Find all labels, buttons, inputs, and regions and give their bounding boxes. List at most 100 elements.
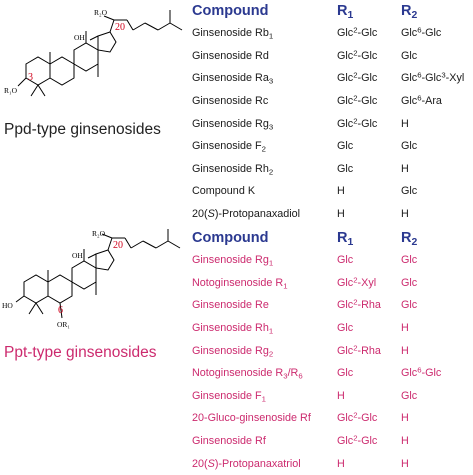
- compound-header: Compound: [192, 230, 269, 246]
- r1-cell: Glc2-Glc: [337, 410, 378, 425]
- ppt-oh-label: OH: [72, 251, 83, 260]
- compound-cell: Ginsenoside Rh1: [192, 322, 274, 336]
- ppt-table-header: Compound R1 R2: [190, 227, 473, 249]
- ppd-skeleton: [17, 10, 183, 97]
- r2-cell: Glc: [401, 254, 418, 267]
- ppt-structure: R₂O OH HO OR₁ 20 6: [2, 229, 181, 329]
- ppd-table-header: Compound R1 R2: [190, 0, 473, 22]
- r1-cell: Glc2-Glc: [337, 116, 378, 130]
- compound-cell: Ginsenoside Rh2: [192, 162, 274, 177]
- compound-cell: Ginsenoside Rb1: [192, 27, 274, 41]
- ppd-c3-number: 3: [28, 72, 33, 83]
- table-row: Ginsenoside Rb1 Glc2-Glc Glc6-Glc: [190, 22, 473, 45]
- r2-cell: Glc: [401, 276, 418, 289]
- table-row: Ginsenoside Rh1 Glc H: [190, 317, 473, 340]
- ppt-c20-number: 20: [113, 240, 123, 251]
- r1-cell: Glc2-Rha: [337, 298, 381, 312]
- compound-cell: Ginsenoside F1: [192, 389, 266, 404]
- compound-cell: Ginsenoside F2: [192, 140, 266, 154]
- r1-cell: H: [337, 185, 345, 198]
- r2-header: R2: [401, 3, 418, 22]
- ppt-c6-number: 6: [58, 305, 63, 316]
- table-row: Ginsenoside Re Glc2-Rha Glc: [190, 294, 473, 317]
- table-row: Ginsenoside Rg1 Glc Glc: [190, 249, 473, 272]
- compound-cell: Ginsenoside Rg3: [192, 117, 274, 131]
- r2-cell: H: [401, 322, 409, 335]
- compound-cell: 20(S)-Protopanaxadiol: [192, 208, 301, 221]
- table-row: Ginsenoside Ra3 Glc2-Glc Glc6-Glc3-Xyl: [190, 67, 473, 90]
- r2-cell: H: [401, 412, 409, 425]
- ppd-r2o-label: R₂O: [94, 8, 108, 17]
- compound-cell: Ginsenoside Rc: [192, 95, 269, 108]
- table-row: 20-Gluco-ginsenoside Rf Glc2-Glc H: [190, 407, 473, 430]
- r1-cell: Glc2-Glc: [337, 25, 378, 40]
- compound-header: Compound: [192, 3, 269, 19]
- r1-cell: Glc: [337, 140, 354, 153]
- r1-cell: Glc2-Glc: [337, 71, 378, 85]
- r1-cell: Glc2-Glc: [337, 433, 378, 448]
- table-row: Ginsenoside F1 H Glc: [190, 385, 473, 408]
- compound-cell: Ginsenoside Rg2: [192, 344, 274, 358]
- table-row: Ginsenoside Rd Glc2-Glc Glc: [190, 45, 473, 68]
- r2-cell: Glc: [401, 185, 418, 198]
- compound-cell: Ginsenoside Rd: [192, 49, 269, 62]
- r2-cell: H: [401, 162, 409, 175]
- ppt-skeleton: [15, 229, 181, 319]
- r1-cell: Glc2-Rha: [337, 343, 381, 357]
- table-row: Ginsenoside Rg3 Glc2-Glc H: [190, 112, 473, 135]
- ppd-r1o-label: R₁O: [4, 86, 18, 95]
- r1-cell: Glc2-Glc: [337, 93, 378, 108]
- compound-cell: Notoginsenoside R1: [192, 276, 288, 291]
- r1-cell: H: [337, 389, 345, 402]
- r2-cell: Glc: [401, 49, 418, 62]
- r2-cell: Glc: [401, 140, 418, 153]
- compound-cell: Ginsenoside Re: [192, 299, 269, 312]
- r2-cell: H: [401, 117, 409, 130]
- table-row: Ginsenoside Rc Glc2-Glc Glc6-Ara: [190, 90, 473, 113]
- compound-cell: Ginsenoside Rf: [192, 435, 266, 448]
- ppd-c20-number: 20: [115, 22, 125, 33]
- r1-cell: Glc2-Glc: [337, 48, 378, 62]
- r1-cell: Glc: [337, 254, 354, 267]
- r2-cell: H: [401, 435, 409, 448]
- ppt-ho-label: HO: [2, 301, 13, 310]
- r2-cell: Glc6-Glc3-Xyl: [401, 71, 465, 85]
- r2-cell: Glc6-Glc: [401, 25, 442, 40]
- r2-cell: Glc: [401, 299, 418, 312]
- r1-cell: Glc: [337, 162, 354, 175]
- r2-cell: H: [401, 457, 409, 470]
- table-row: Ginsenoside Rf Glc2-Glc H: [190, 430, 473, 453]
- table-row: Ginsenoside Rh2 Glc H: [190, 158, 473, 181]
- r2-cell: Glc6-Ara: [401, 93, 442, 108]
- r1-header: R1: [337, 3, 354, 22]
- ppt-r2o-label: R₂O: [92, 229, 106, 238]
- r1-header: R1: [337, 230, 354, 249]
- table-row: Compound K H Glc: [190, 180, 473, 203]
- compound-cell: Ginsenoside Rg1: [192, 254, 274, 268]
- compound-cell: Ginsenoside Ra3: [192, 72, 274, 86]
- r1-cell: Glc: [337, 322, 354, 335]
- ppd-oh-label: OH: [74, 33, 85, 42]
- r1-cell: Glc2-Xyl: [337, 275, 377, 289]
- compound-cell: Notoginsenoside R3/R6: [192, 367, 303, 381]
- r2-header: R2: [401, 230, 418, 249]
- r1-cell: H: [337, 208, 345, 221]
- r2-cell: H: [401, 344, 409, 357]
- ppt-or1-label: OR₁: [57, 320, 70, 329]
- r2-cell: Glc: [401, 389, 418, 402]
- compound-cell: Compound K: [192, 185, 256, 198]
- ppd-structure: R₂O OH R₁O 20 3: [4, 8, 183, 97]
- ppd-type-label: Ppd-type ginsenosides: [4, 121, 161, 138]
- r1-cell: Glc: [337, 367, 354, 380]
- compound-cell: 20(S)-Protopanaxatriol: [192, 457, 301, 470]
- table-row: Ginsenoside F2 Glc Glc: [190, 135, 473, 158]
- table-row: Ginsenoside Rg2 Glc2-Rha H: [190, 339, 473, 362]
- compound-cell: 20-Gluco-ginsenoside Rf: [192, 412, 311, 425]
